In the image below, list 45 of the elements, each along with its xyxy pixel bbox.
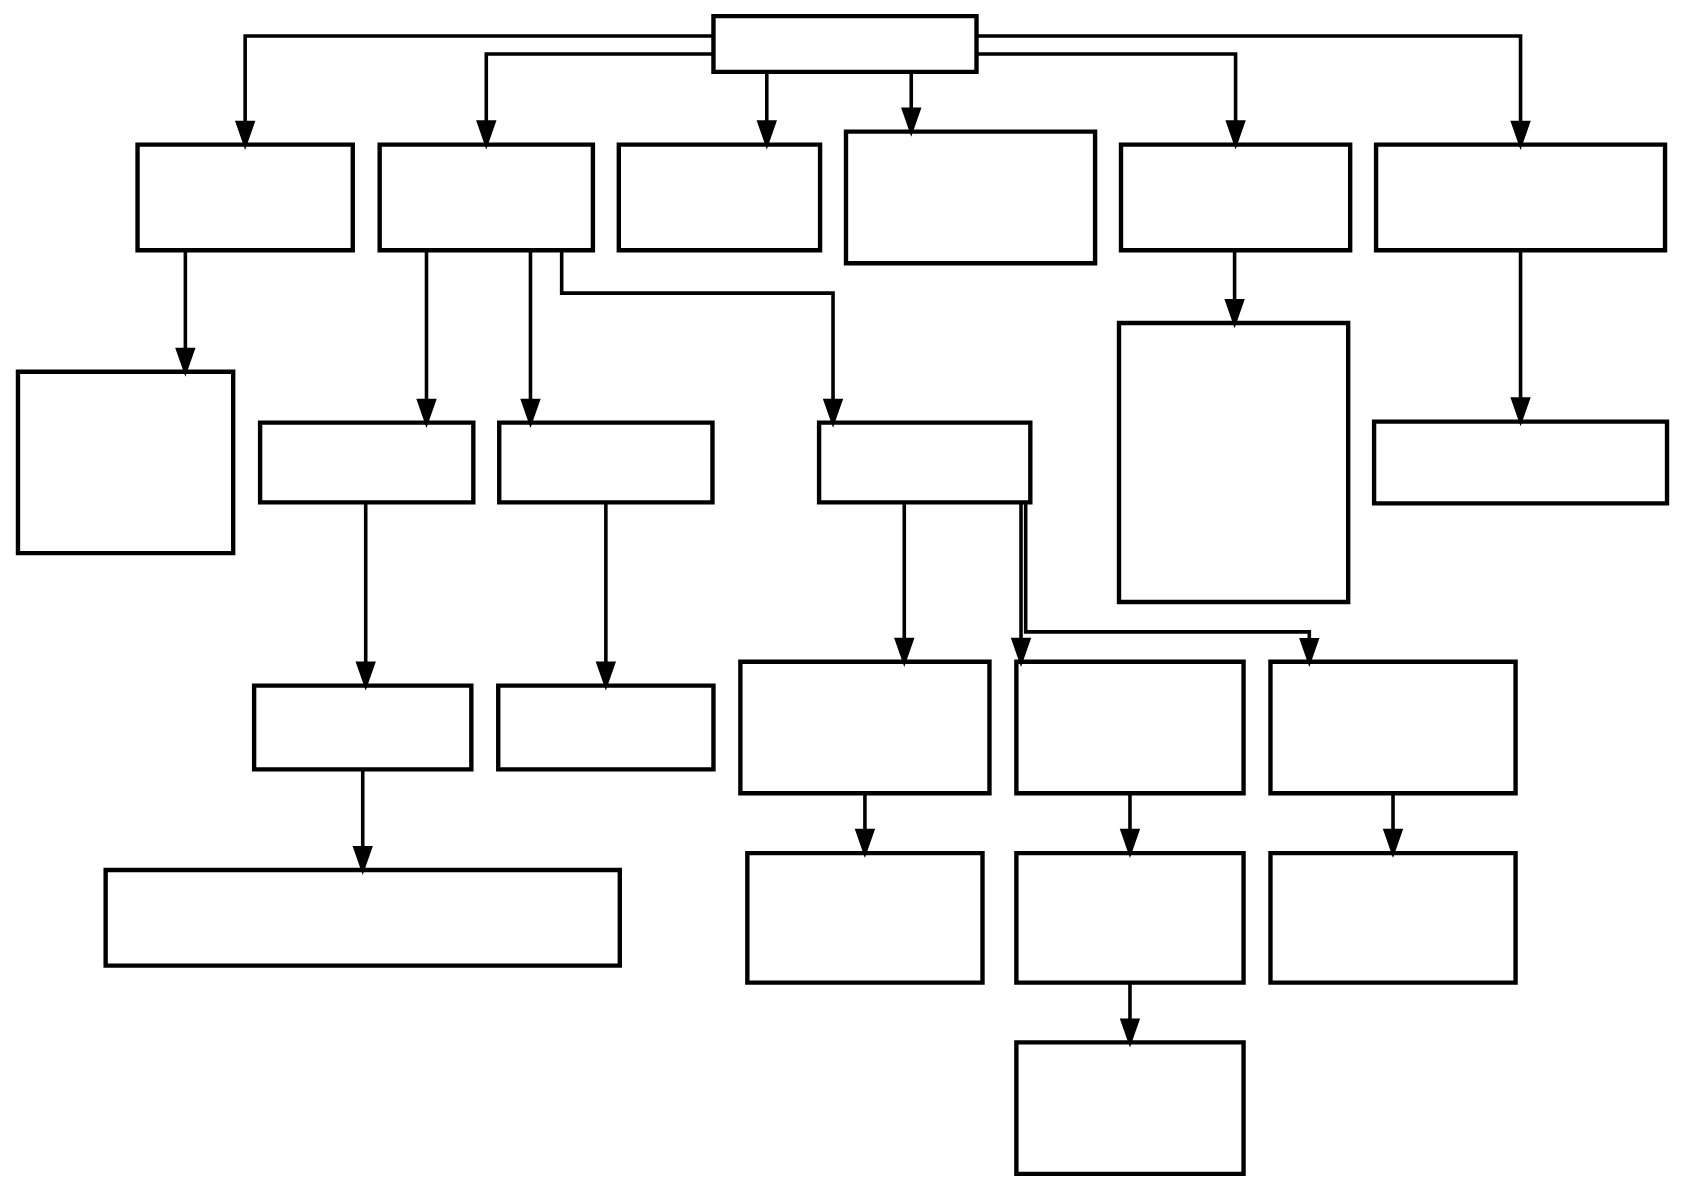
arrow <box>559 250 843 428</box>
node-box <box>710 13 979 75</box>
node-box <box>1267 659 1518 796</box>
arrow <box>1382 793 1403 858</box>
arrow <box>900 72 921 137</box>
arrow <box>1010 502 1031 667</box>
node-box <box>816 420 1032 505</box>
arrow <box>519 250 541 428</box>
arrow <box>234 34 713 150</box>
arrow <box>893 502 914 667</box>
arrow <box>854 793 875 858</box>
arrow <box>1119 982 1140 1048</box>
node-box <box>1371 419 1669 506</box>
arrow <box>174 250 196 377</box>
node-box <box>1013 659 1246 796</box>
node-box <box>744 850 985 985</box>
arrow <box>415 250 437 428</box>
arrow <box>1223 250 1245 329</box>
node-box <box>1267 850 1518 985</box>
arrow <box>976 34 1531 150</box>
node-box <box>1013 1040 1246 1177</box>
arrow <box>1023 502 1319 668</box>
node-box <box>134 142 355 253</box>
node-box <box>496 420 715 505</box>
arrow <box>976 52 1246 150</box>
arrow <box>1509 250 1531 427</box>
arrow <box>352 769 373 876</box>
arrow <box>355 502 376 691</box>
arrow <box>475 52 713 150</box>
node-box <box>1373 142 1667 253</box>
node-box <box>843 129 1097 266</box>
node-box <box>1118 142 1352 253</box>
node-box <box>495 683 716 772</box>
node-box <box>737 659 992 796</box>
node-box <box>377 142 595 253</box>
arrow <box>756 72 777 150</box>
node-box <box>257 420 475 505</box>
arrow <box>595 502 616 691</box>
node-box <box>616 142 822 253</box>
node-box <box>102 867 622 968</box>
arrow <box>1119 793 1140 858</box>
node-box <box>1116 320 1350 605</box>
node-box <box>15 369 235 556</box>
node-box <box>251 683 474 772</box>
node-box <box>1013 850 1246 985</box>
